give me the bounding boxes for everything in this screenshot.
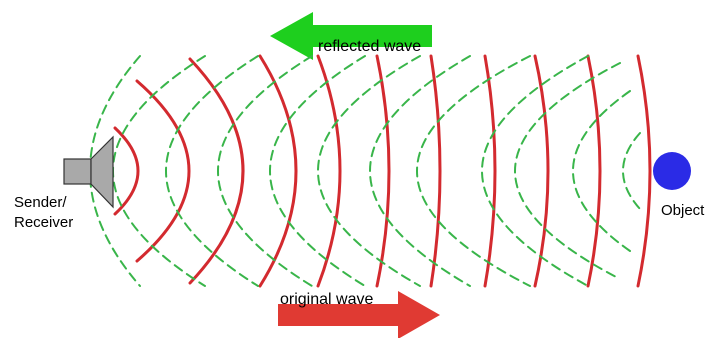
reflected-wave-label: reflected wave — [318, 38, 421, 55]
reflected-wave-front — [622, 132, 641, 210]
reflected-wave-front — [165, 55, 259, 287]
original-wave-front — [113, 126, 140, 216]
original-wave-fronts — [113, 54, 652, 288]
sphere-icon — [653, 152, 691, 190]
reflected-wave-fronts — [89, 55, 641, 287]
original-wave-front — [316, 54, 342, 288]
original-wave-label: original wave — [280, 291, 373, 308]
reflected-wave-front — [514, 62, 621, 280]
reflected-wave-front — [112, 55, 206, 287]
original-wave-front — [375, 54, 391, 288]
original-wave-front — [258, 54, 298, 288]
sender-label-line2: Receiver — [14, 214, 73, 231]
reflected-wave-front — [572, 90, 631, 252]
original-wave-front — [636, 54, 652, 288]
sender-label-line1: Sender/ — [14, 194, 67, 211]
reflected-wave-arrow — [270, 12, 432, 60]
object-label: Object — [661, 202, 705, 219]
speaker-icon — [63, 135, 114, 209]
original-wave-front — [483, 54, 497, 288]
original-wave-front — [429, 54, 442, 288]
reflected-wave-front — [317, 55, 421, 287]
reflected-wave-front — [269, 55, 366, 287]
original-wave-front — [188, 57, 245, 285]
reflected-wave-front — [369, 55, 471, 287]
original-wave-front — [586, 54, 602, 288]
original-wave-front — [135, 79, 191, 263]
reflected-wave-front — [416, 55, 531, 287]
reflected-wave-front — [217, 55, 313, 287]
original-wave-arrow — [278, 291, 440, 338]
original-wave-front — [533, 54, 550, 288]
